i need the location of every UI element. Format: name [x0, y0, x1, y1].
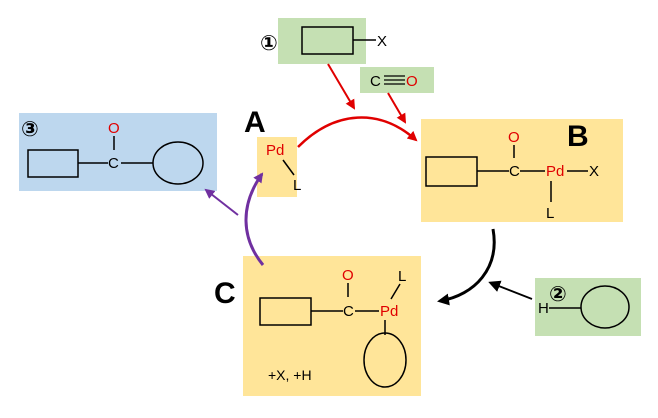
reagent-2-hydrogen: H [538, 300, 549, 317]
co-oxygen: O [406, 73, 418, 90]
catalyst-a-pd: Pd [266, 142, 284, 159]
intermediate-c-pd: Pd [380, 303, 398, 320]
catalyst-a-box: Pd L [257, 137, 301, 197]
intermediate-c-note: +X, +H [268, 367, 312, 383]
label-b: B [567, 120, 589, 153]
arrow-product-release [204, 188, 239, 216]
reagent-2-number: ② [549, 283, 567, 306]
label-c: C [214, 277, 236, 310]
arrow-a-to-b [297, 116, 418, 148]
arrow-reagent-2-feed [488, 280, 533, 300]
intermediate-b-carbon: C [509, 163, 520, 180]
nucleophile-ring [580, 285, 630, 329]
reagent-1-box: ① X [260, 18, 387, 64]
reagent-1-halide: X [377, 33, 387, 50]
intermediate-b-halide: X [589, 163, 599, 180]
product-3-oxygen: O [108, 120, 120, 137]
intermediate-c-ligand: L [398, 268, 406, 285]
intermediate-b-pd: Pd [546, 163, 564, 180]
intermediate-c-box: C O Pd L +X, +H [243, 256, 421, 396]
intermediate-c-carbon: C [343, 303, 354, 320]
product-3-number: ③ [21, 118, 39, 141]
label-a: A [244, 106, 266, 139]
nucleophile-ring [152, 141, 204, 185]
intermediate-b-oxygen: O [508, 129, 520, 146]
reagent-1-number: ① [260, 32, 278, 55]
intermediate-b-box: B C O Pd X L [421, 119, 623, 222]
carbon-monoxide-box: C O [360, 67, 434, 93]
arrow-reagent-1-feed [327, 63, 356, 110]
product-3-box: ③ C O [19, 113, 217, 191]
intermediate-b-ligand: L [546, 205, 554, 222]
arrow-c-to-a [244, 172, 265, 266]
arrow-co-feed [387, 92, 407, 124]
catalyst-a-ligand: L [293, 177, 301, 194]
co-carbon: C [370, 73, 381, 90]
intermediate-c-oxygen: O [342, 267, 354, 284]
reagent-2-box: ② H [535, 278, 641, 336]
nucleophile-ring [363, 332, 407, 388]
product-3-carbon: C [108, 155, 119, 172]
arrow-b-to-c [437, 228, 496, 306]
